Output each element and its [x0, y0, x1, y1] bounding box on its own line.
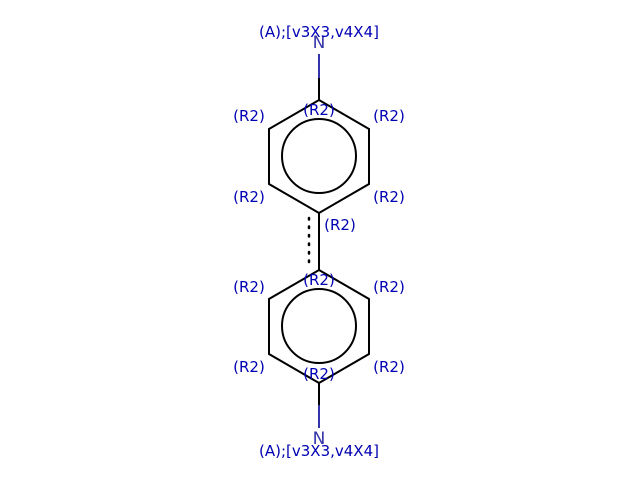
upper-ring-r-label-lower-right: (R2): [373, 188, 405, 206]
bottom-query-label: (A);[v3X3,v4X4]: [259, 442, 379, 460]
top-query-label: (A);[v3X3,v4X4]: [259, 23, 379, 41]
lower-ring-r-label-lower-left: (R2): [233, 358, 265, 376]
lower-ring-r-label-upper-left: (R2): [233, 278, 265, 296]
upper-ring-aromatic-circle: [281, 118, 357, 194]
lower-ring-r-label-top: (R2): [303, 271, 335, 289]
lower-ring-r-label-upper-right: (R2): [373, 278, 405, 296]
upper-ring-r-label-top: (R2): [303, 101, 335, 119]
lower-ring-r-label-bottom: (R2): [303, 365, 335, 383]
top-nitrogen-atom: N: [313, 33, 326, 53]
upper-ring-r-label-upper-right: (R2): [373, 107, 405, 125]
lower-ring-aromatic-circle: [281, 288, 357, 364]
lower-ring-r-label-lower-right: (R2): [373, 358, 405, 376]
upper-ring-r-label-upper-left: (R2): [233, 107, 265, 125]
bottom-nitrogen-atom: N: [313, 429, 326, 449]
upper-ring-r-label-lower-left: (R2): [233, 188, 265, 206]
linker-r-label: (R2): [324, 216, 356, 234]
